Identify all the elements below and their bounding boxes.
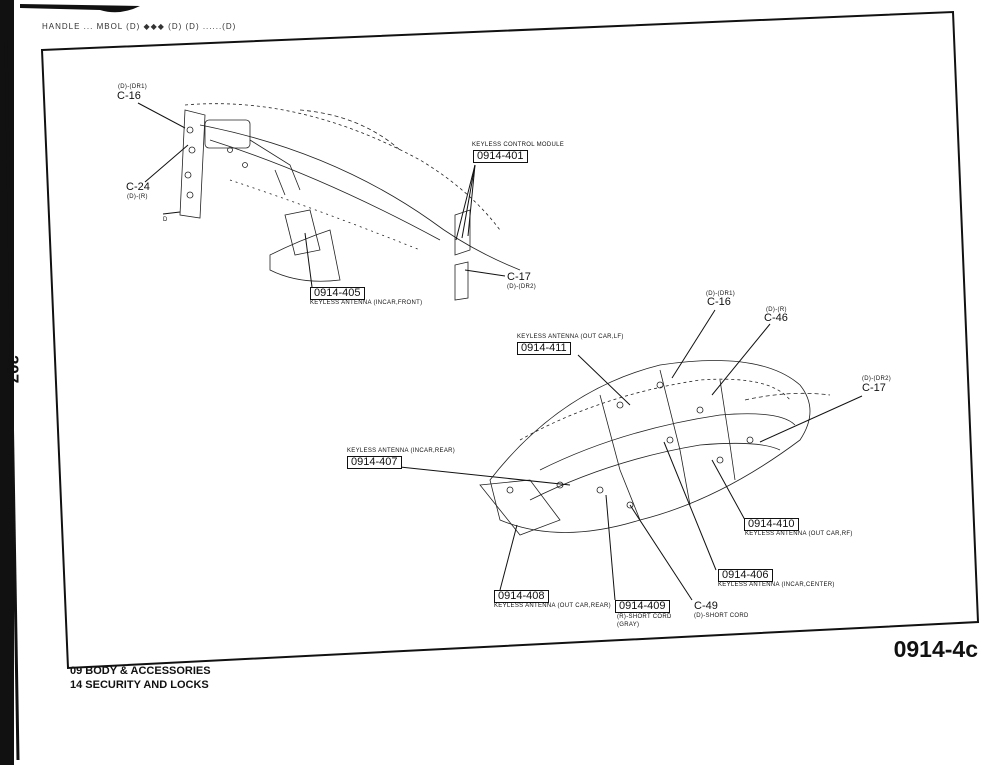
outrear-ref-box: 0914-408 [494,590,549,603]
c17-bottom-note: (D)-(DR2) [862,376,892,382]
rear-title: KEYLESS ANTENNA (INCAR,REAR) [347,448,456,454]
c17-bottom-code: C-17 [862,382,886,394]
lf-ref-box: 0914-411 [517,342,571,355]
c24-code: C-24 [126,181,150,193]
lf-title: KEYLESS ANTENNA (OUT CAR,LF) [517,334,624,340]
c24-note: (D)-(R) [127,194,148,200]
shortcord-r-line2: (GRAY) [617,622,640,628]
c46-code: C-46 [764,312,788,324]
c49-code: C-49 [694,600,718,612]
center-ref-box: 0914-406 [718,569,773,582]
d-mark: D [163,217,168,223]
center-title: KEYLESS ANTENNA (INCAR,CENTER) [718,582,835,588]
c49-note: (D)-SHORT CORD [694,613,749,619]
margin-line [4,39,20,761]
outrear-title: KEYLESS ANTENNA (OUT CAR,REAR) [494,603,611,609]
c16-top-code: C-16 [117,90,141,102]
scan-smudge [20,4,140,13]
rf-ref-box: 0914-410 [744,518,799,531]
c17-top-note: (D)-(DR2) [507,284,537,290]
c16-bottom-note: (D)-(DR1) [706,291,736,297]
dashboard-wiring-drawing [179,103,521,301]
figure-id: 0914-4c [893,636,978,662]
rf-title: KEYLESS ANTENNA (OUT CAR,RF) [745,531,853,537]
module-title: KEYLESS CONTROL MODULE [472,142,565,148]
leader-lines [137,102,863,601]
binding-edge [0,0,14,765]
c16-top-note: (D)-(DR1) [118,84,148,90]
c46-note: (D)-(R) [766,307,787,313]
c17-top-code: C-17 [507,271,531,283]
page-header: HANDLE ... MBOL (D) ◆◆◆ (D) (D) ......(D… [42,22,237,31]
diagram-border [40,10,980,670]
front-ref-box: 0914-405 [310,287,365,300]
module-ref-box: 0914-401 [473,150,528,163]
footer-section: 09 BODY & ACCESSORIES [70,665,211,677]
footer-subsection: 14 SECURITY AND LOCKS [70,679,209,691]
c16-bottom-code: C-16 [707,296,731,308]
front-title: KEYLESS ANTENNA (INCAR,FRONT) [310,300,423,306]
vehicle-wiring-drawing [479,360,831,536]
shortcord-r-ref-box: 0914-409 [615,600,670,613]
shortcord-r-line1: (R)-SHORT CORD [617,614,672,620]
rear-ref-box: 0914-407 [347,456,402,469]
